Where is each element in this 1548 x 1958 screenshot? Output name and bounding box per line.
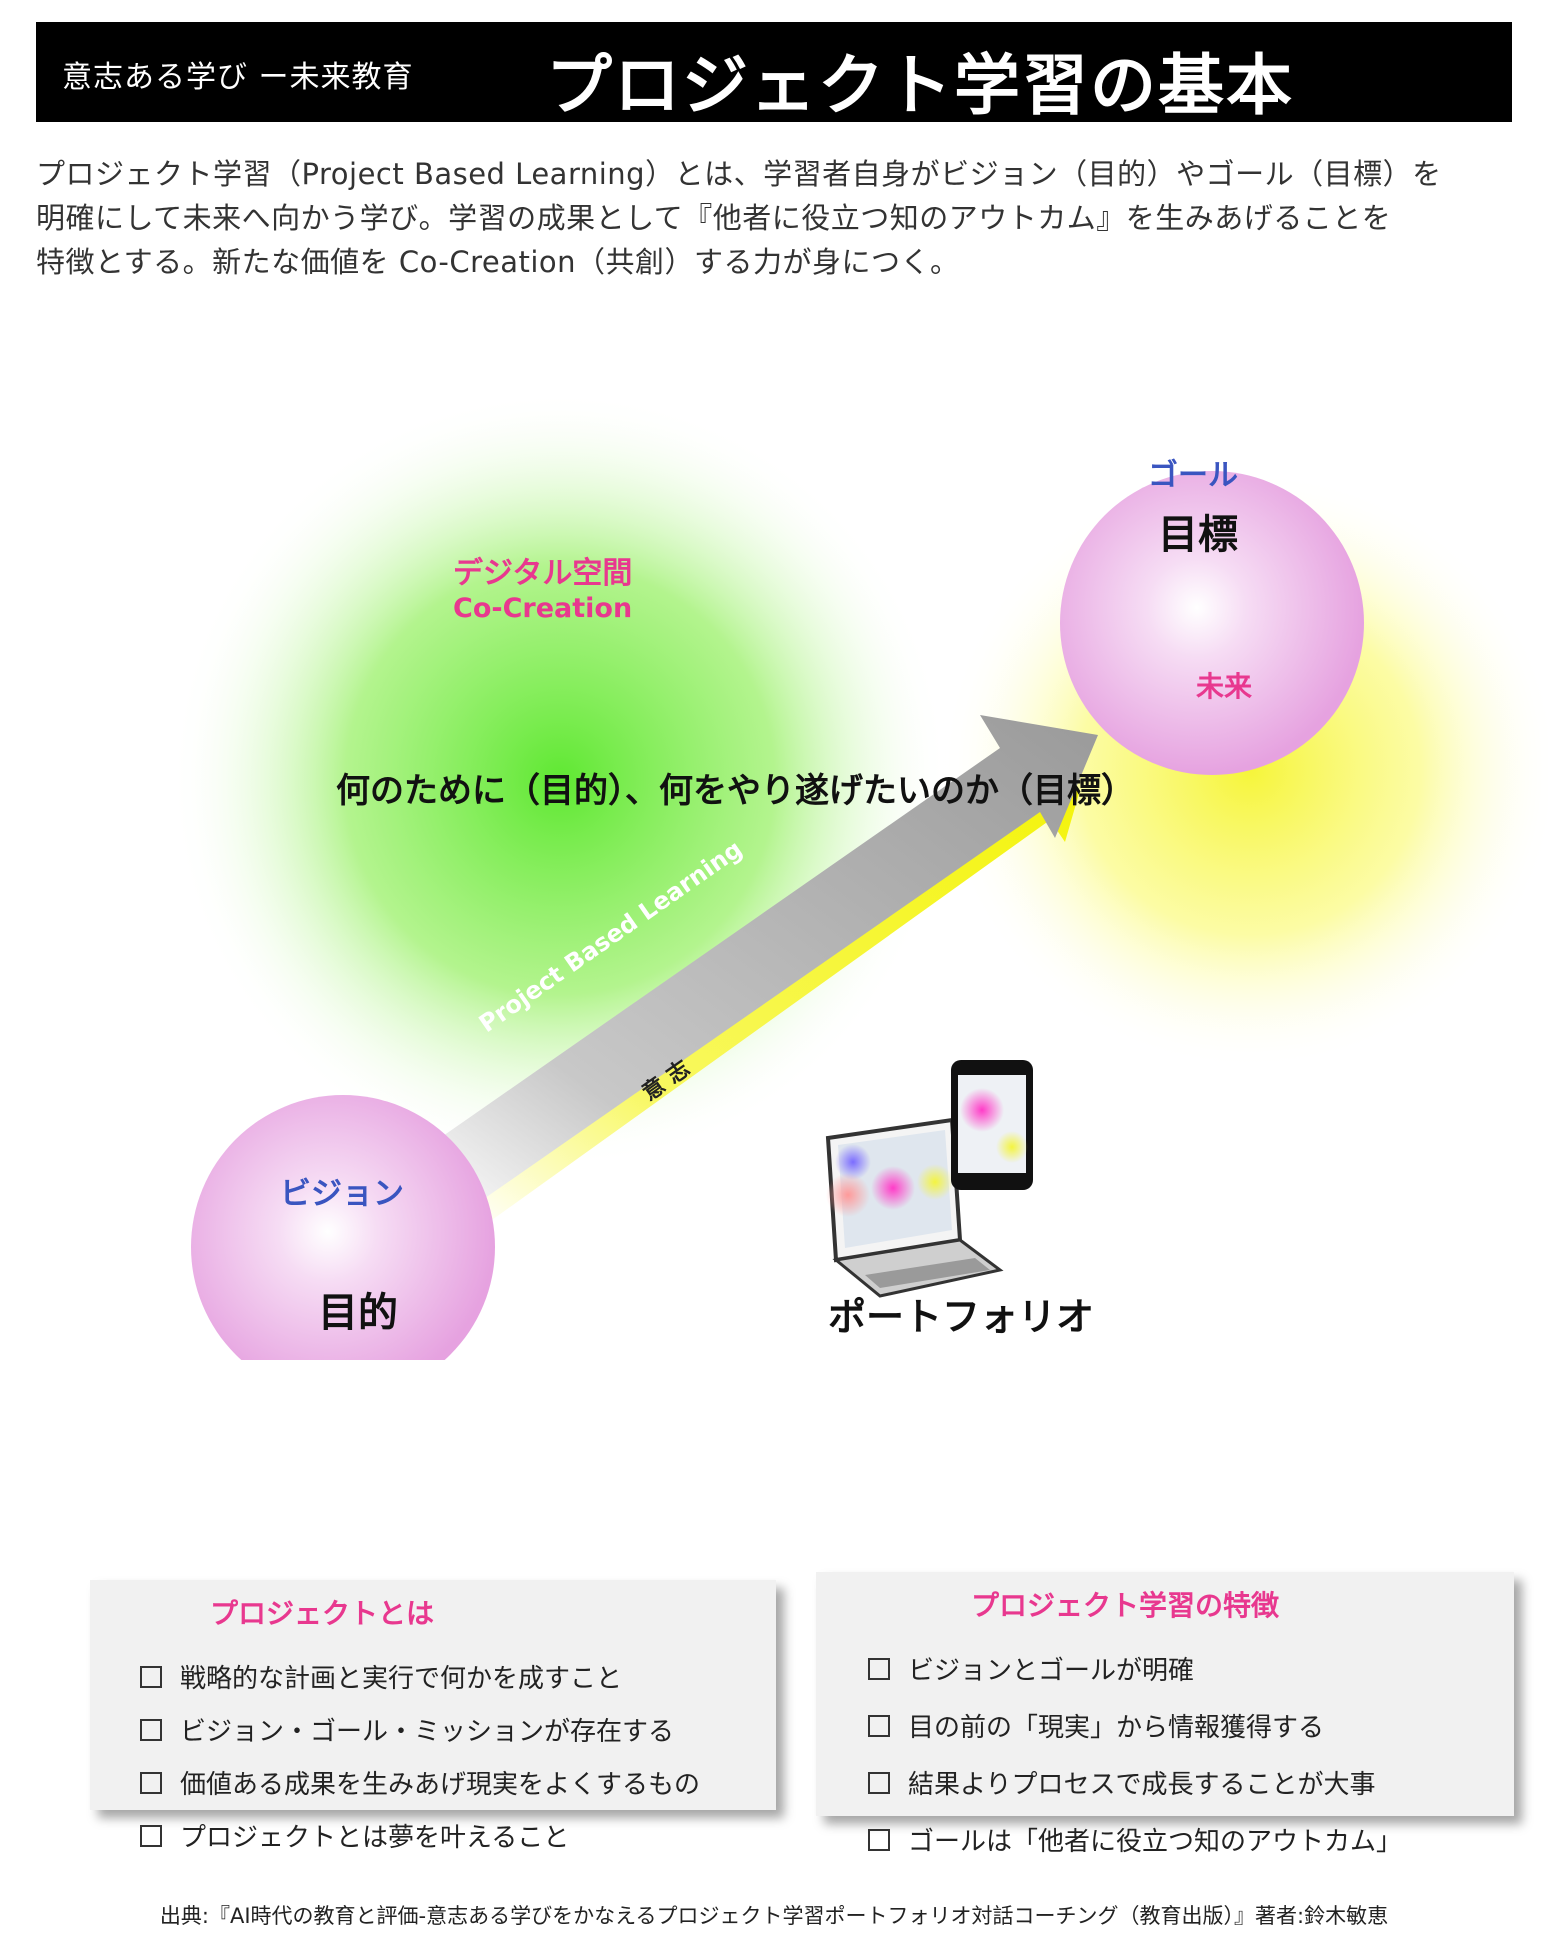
list-item: 価値ある成果を生みあげ現実をよくするもの [140, 1764, 700, 1801]
list-item: 結果よりプロセスで成長することが大事 [868, 1764, 1402, 1801]
panel-title: プロジェクト学習の特徴 [971, 1589, 1280, 1622]
intro-line: プロジェクト学習（Project Based Learning）とは、学習者自身… [36, 157, 1442, 191]
series-title: 意志ある学び ー未来教育 [62, 60, 414, 95]
smartphone-icon [951, 1060, 1033, 1190]
checkbox-icon [868, 1657, 890, 1680]
vision-label: ビジョン [280, 1176, 404, 1212]
source-citation: 出典:『AI時代の教育と評価-意志ある学びをかなえるプロジェクト学習ポートフォリ… [159, 1904, 1389, 1928]
checkbox-icon [140, 1771, 162, 1794]
features-list: ビジョンとゴールが明確 目の前の「現実」から情報獲得する 結果よりプロセスで成長… [868, 1650, 1402, 1878]
vision-sphere [191, 1095, 495, 1399]
goal-sphere [1060, 471, 1364, 775]
pbl-diagram: デジタル空間 Co-Creation ゴール 目標 未来 何のために（目的）、何… [0, 330, 1548, 1399]
list-item: プロジェクトとは夢を叶えること [140, 1817, 700, 1854]
digital-space-label: デジタル空間 [453, 556, 633, 591]
co-creation-label: Co-Creation [453, 593, 633, 624]
list-item: ビジョンとゴールが明確 [868, 1650, 1402, 1687]
list-item: ゴールは「他者に役立つ知のアウトカム」 [868, 1821, 1402, 1858]
future-label: 未来 [1196, 670, 1253, 703]
intro-text: プロジェクト学習（Project Based Learning）とは、学習者自身… [36, 152, 1526, 284]
pbl-features-panel: プロジェクト学習の特徴 ビジョンとゴールが明確 目の前の「現実」から情報獲得する… [816, 1572, 1514, 1857]
page-title: プロジェクト学習の基本 [546, 47, 1294, 124]
checkbox-icon [140, 1665, 162, 1688]
purpose-question: 何のために（目的）、何をやり遂げたいのか（目標） [336, 771, 1135, 811]
intro-line: 特徴とする。新たな価値を Co-Creation（共創）する力が身につく。 [36, 245, 960, 279]
checkbox-icon [868, 1828, 890, 1851]
checkbox-icon [140, 1824, 162, 1847]
list-item: ビジョン・ゴール・ミッションが存在する [140, 1711, 700, 1748]
checkbox-icon [868, 1771, 890, 1794]
goal-sub-label: 目標 [1158, 512, 1238, 558]
list-item: 戦略的な計画と実行で何かを成すこと [140, 1658, 700, 1695]
header-bar: 意志ある学び ー未来教育 プロジェクト学習の基本 [36, 22, 1512, 124]
checkbox-icon [140, 1718, 162, 1741]
project-definition-panel: プロジェクトとは 戦略的な計画と実行で何かを成すこと ビジョン・ゴール・ミッショ… [90, 1580, 776, 1853]
goal-label: ゴール [1148, 458, 1238, 493]
laptop-icon [825, 1117, 1004, 1298]
diagram-graphics [170, 390, 1548, 1399]
will-arrow [470, 782, 1080, 1225]
pbl-arrow [420, 715, 1098, 1212]
vision-sub-label: 目的 [318, 1290, 398, 1336]
intro-line: 明確にして未来へ向かう学び。学習の成果として『他者に役立つ知のアウトカム』を生み… [36, 201, 1392, 235]
definition-list: 戦略的な計画と実行で何かを成すこと ビジョン・ゴール・ミッションが存在する 価値… [140, 1658, 700, 1870]
panel-title: プロジェクトとは [210, 1597, 435, 1630]
checkbox-icon [868, 1714, 890, 1737]
portfolio-label: ポートフォリオ [828, 1295, 1095, 1339]
list-item: 目の前の「現実」から情報獲得する [868, 1707, 1402, 1744]
